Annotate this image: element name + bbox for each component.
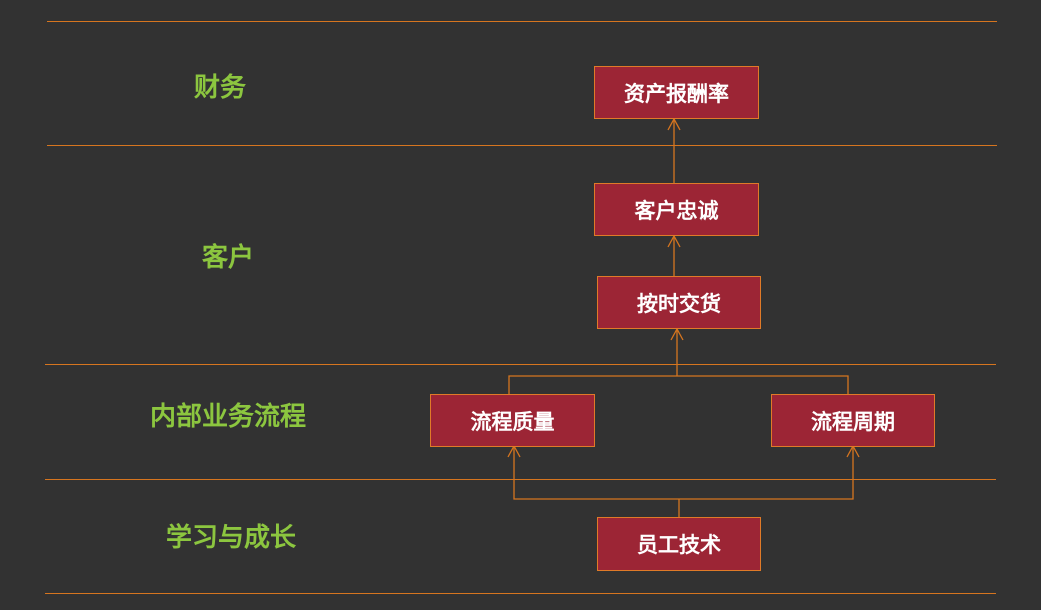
objective-box-employee-skills: 员工技术: [597, 517, 761, 571]
objective-box-employee-skills-label: 员工技术: [637, 533, 721, 557]
objective-box-loyalty: 客户忠诚: [594, 183, 759, 236]
separator-bottom: [45, 593, 996, 594]
arrowhead-loyalty: [667, 234, 681, 248]
objective-box-roa-label: 资产报酬率: [624, 81, 729, 106]
perspective-label-learning-growth: 学习与成长: [166, 523, 297, 553]
separator-finance-customer: [47, 145, 997, 146]
objective-box-roa: 资产报酬率: [594, 66, 759, 119]
objective-box-process-cycle-label: 流程周期: [811, 409, 895, 434]
connector-skills-to-process: [513, 446, 854, 500]
separator-customer-process: [45, 364, 996, 365]
perspective-label-customer: 客户: [202, 243, 255, 273]
arrowhead-process-quality: [507, 444, 521, 458]
perspective-label-finance: 财务: [194, 73, 247, 103]
objective-box-loyalty-label: 客户忠诚: [634, 198, 719, 223]
perspective-label-internal-process: 内部业务流程: [150, 402, 307, 432]
arrowhead-process-cycle: [846, 444, 860, 458]
separator-process-learning: [45, 479, 996, 480]
objective-box-process-quality: 流程质量: [430, 394, 595, 447]
objective-box-on-time-delivery: 按时交货: [597, 276, 761, 329]
arrowhead-delivery: [670, 327, 684, 341]
arrowhead-roa: [667, 117, 681, 131]
objective-box-process-cycle: 流程周期: [771, 394, 935, 447]
objective-box-process-quality-label: 流程质量: [470, 409, 555, 434]
objective-box-on-time-delivery-label: 按时交货: [637, 291, 721, 316]
separator-top: [47, 21, 997, 22]
connector-process-to-delivery: [508, 375, 849, 394]
